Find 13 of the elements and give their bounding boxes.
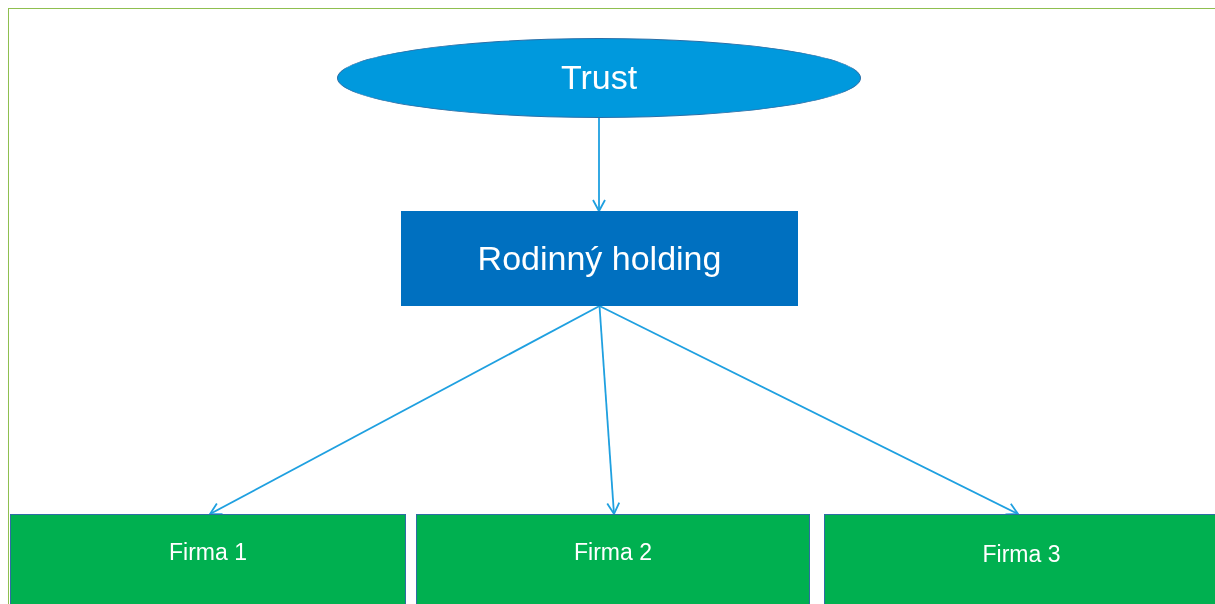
process-box: [416, 514, 810, 604]
process-box: [824, 514, 1215, 604]
node-label: Firma 2: [574, 538, 652, 566]
process-box: [10, 514, 406, 604]
node-label: Firma 1: [169, 538, 247, 566]
arrow: [592, 117, 606, 212]
arrow: [209, 305, 601, 515]
arrow: [598, 305, 621, 515]
arrow: [598, 305, 1019, 516]
process-box: [401, 211, 798, 306]
node-label: Rodinný holding: [477, 238, 722, 279]
node-label: Trust: [560, 58, 638, 98]
node-label: Firma 3: [982, 540, 1061, 568]
